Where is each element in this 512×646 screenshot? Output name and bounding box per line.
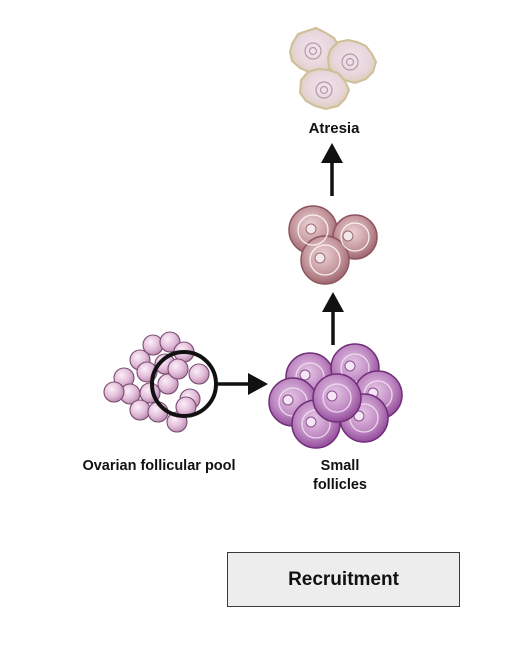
arrow-icon (218, 373, 268, 395)
small-follicles-label: Small follicles (294, 457, 386, 495)
atretic-follicles (288, 26, 378, 111)
ovarian-follicular-pool-label: Ovarian follicular pool (82, 458, 236, 474)
ovarian-follicular-pool (103, 331, 210, 433)
small-follicles (268, 343, 403, 449)
pool-follicle (129, 399, 151, 421)
recruitment-box: Recruitment (227, 552, 460, 607)
pool-follicle (157, 373, 179, 395)
arrow-icon (322, 292, 344, 345)
small-follicles-label-line2: follicles (313, 477, 367, 493)
atresia-label: Atresia (308, 120, 360, 137)
small-follicle (312, 373, 362, 423)
atretic-follicle-nuclei (304, 42, 359, 99)
small-follicles-label-line1: Small (320, 458, 360, 474)
pool-follicle (103, 381, 125, 403)
growing-follicles (288, 205, 378, 285)
pool-follicle (188, 363, 210, 385)
recruitment-label: Recruitment (288, 568, 399, 590)
circle-highlight-icon (150, 350, 218, 418)
pool-follicle (167, 358, 189, 380)
arrow-icon (321, 143, 343, 196)
